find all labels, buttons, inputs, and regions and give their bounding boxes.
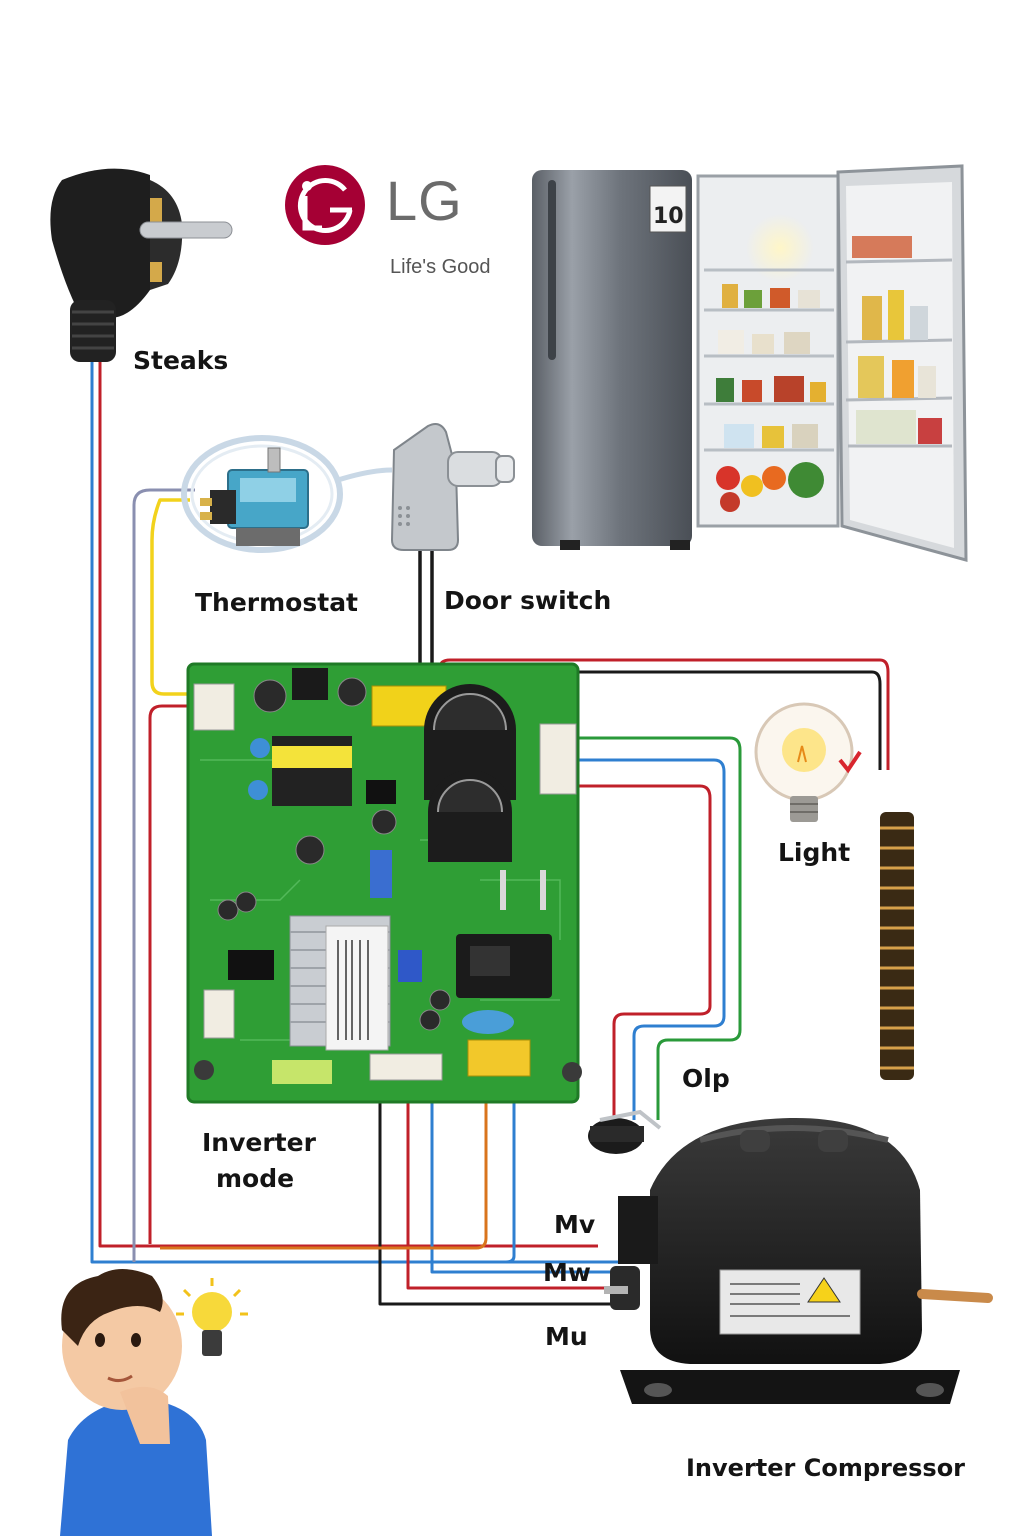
- compressor-mu-black-wire: [378, 1070, 618, 1306]
- olp-icon: [588, 1109, 662, 1154]
- heater-icon: [880, 812, 914, 1080]
- board-blue-return-wire: [505, 1072, 516, 1264]
- heater-black-wire: [446, 670, 882, 770]
- plug-label: Steaks: [133, 346, 229, 375]
- mv-label: Mv: [554, 1210, 596, 1239]
- olp-green-wire: [570, 736, 742, 1120]
- olp-label: Olp: [682, 1064, 730, 1093]
- wires: [90, 360, 890, 1306]
- brand-name: LG: [386, 169, 463, 232]
- compressor-label: Inverter Compressor: [686, 1454, 966, 1482]
- thermostat-label: Thermostat: [195, 588, 359, 617]
- compressor-mw-red-wire: [406, 1070, 618, 1290]
- mu-label: Mu: [545, 1322, 588, 1351]
- door-switch-label: Door switch: [444, 586, 612, 615]
- thinking-person-icon: [60, 1269, 212, 1536]
- board-label-line2: mode: [216, 1164, 295, 1193]
- mw-label: Mw: [543, 1258, 591, 1287]
- board-feed-wire: [148, 704, 196, 1244]
- compressor-icon: [604, 1117, 993, 1404]
- compressor-mv-blue-wire: [430, 1070, 618, 1274]
- thermostat-yellow-wire: [150, 498, 194, 696]
- thermostat-return-wire: [132, 488, 195, 1262]
- refrigerator-icon: [532, 164, 968, 562]
- light-label: Light: [778, 838, 851, 867]
- olp-red-wire: [570, 784, 712, 1120]
- power-plug-icon: [50, 168, 233, 362]
- plug-neutral-wire: [90, 360, 620, 1264]
- olp-blue-wire: [570, 758, 726, 1120]
- inverter-board: [186, 662, 582, 1104]
- idea-bulb-icon: [176, 1278, 248, 1356]
- lg-logo: [285, 165, 365, 245]
- thermostat-icon: [181, 435, 393, 553]
- fridge-badge: 10: [653, 204, 684, 229]
- brand-tagline: Life's Good: [390, 256, 491, 278]
- board-label-line1: Inverter: [202, 1128, 316, 1157]
- door-switch-icon: [390, 423, 515, 551]
- light-bulb-icon: [754, 702, 862, 822]
- board-orange-wire: [160, 1072, 488, 1250]
